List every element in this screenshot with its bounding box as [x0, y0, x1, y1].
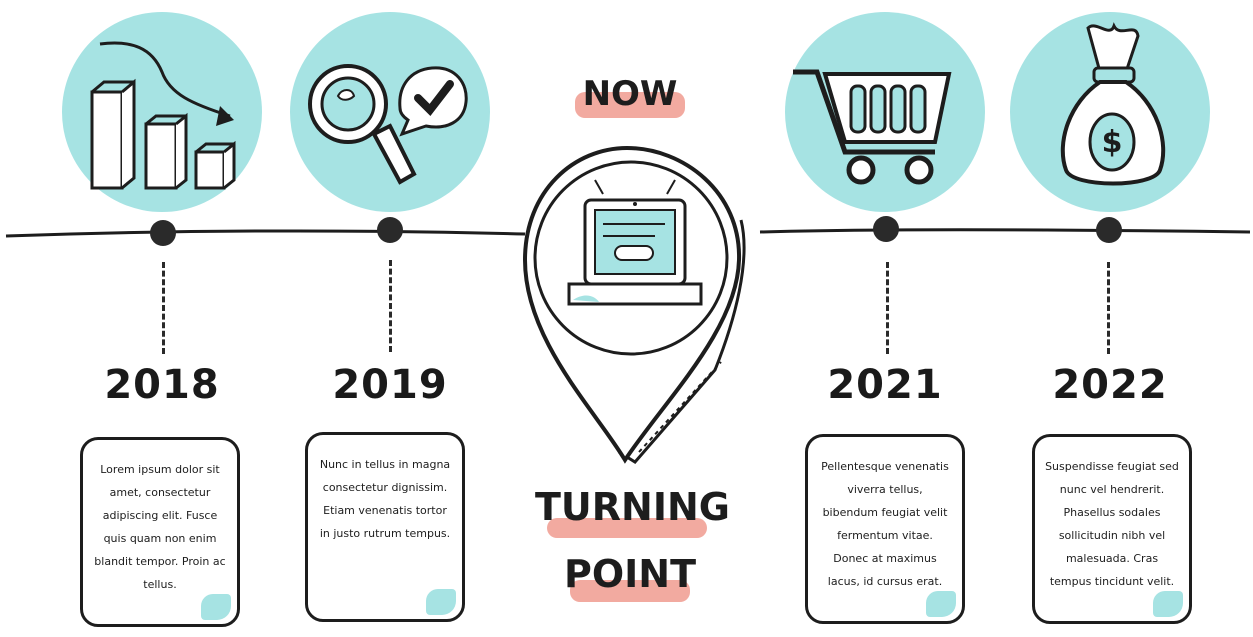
milestone-text-2022: Suspendisse feugiat sed nunc vel hendrer… [1045, 460, 1179, 588]
bar-chart-down-icon [90, 41, 236, 190]
timeline-dot-2018 [150, 220, 176, 246]
milestone-text-2018: Lorem ipsum dolor sit amet, consectetur … [94, 463, 226, 591]
card-accent-mark [1153, 591, 1183, 617]
now-label-highlight [575, 92, 685, 118]
shopping-cart-icon [793, 69, 952, 185]
card-accent-mark [926, 591, 956, 617]
money-bag-icon: $ [1060, 22, 1166, 186]
year-label-2019: 2019 [332, 362, 448, 408]
milestone-card-2018: Lorem ipsum dolor sit amet, consectetur … [80, 437, 240, 627]
year-label-2022: 2022 [1052, 362, 1168, 408]
timeline-connector-2018 [162, 262, 165, 354]
timeline-connector-2022 [1107, 262, 1110, 354]
year-label-2021: 2021 [827, 362, 943, 408]
laptop-pin-icon [522, 145, 746, 464]
turning-label-highlight [547, 518, 707, 538]
milestone-text-2019: Nunc in tellus in magna consectetur dign… [319, 458, 451, 540]
timeline-dot-2022 [1096, 217, 1122, 243]
now-label: NOW [582, 74, 678, 114]
card-accent-mark [426, 589, 456, 615]
point-label-highlight [570, 580, 690, 602]
timeline-connector-2021 [886, 262, 889, 354]
milestone-card-2019: Nunc in tellus in magna consectetur dign… [305, 432, 465, 622]
milestone-card-2021: Pellentesque venenatis viverra tellus, b… [805, 434, 965, 624]
timeline-dot-2021 [873, 216, 899, 242]
svg-text:$: $ [1102, 125, 1123, 160]
timeline-dot-2019 [377, 217, 403, 243]
milestone-text-2021: Pellentesque venenatis viverra tellus, b… [821, 460, 949, 588]
point-label: POINT [563, 552, 697, 596]
milestone-card-2022: Suspendisse feugiat sed nunc vel hendrer… [1032, 434, 1192, 624]
turning-label: TURNING [535, 485, 730, 529]
year-label-2018: 2018 [104, 362, 220, 408]
card-accent-mark [201, 594, 231, 620]
magnifier-check-icon [308, 64, 468, 185]
timeline-connector-2019 [389, 260, 392, 352]
